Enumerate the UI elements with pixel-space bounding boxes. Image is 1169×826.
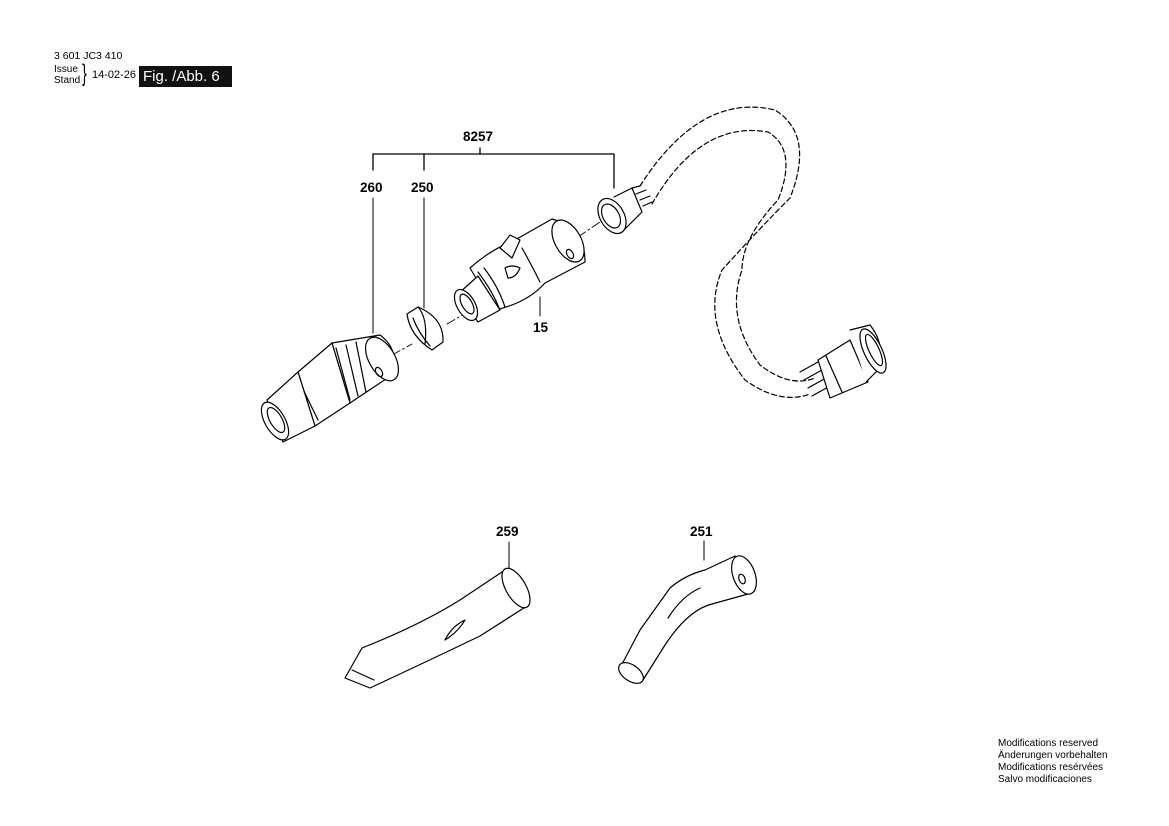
callout-259: 259 — [496, 524, 519, 539]
callout-260: 260 — [360, 180, 383, 195]
suction-hose — [597, 106, 887, 399]
stand-label: Stand — [54, 75, 81, 86]
callout-15: 15 — [533, 320, 549, 335]
crevice-nozzle-part — [344, 567, 531, 689]
callout-251: 251 — [690, 524, 713, 539]
issue-date: 14-02-26 — [92, 69, 137, 81]
leader-lines — [372, 197, 705, 571]
issue-label: Issue — [54, 64, 78, 75]
note-en: Modifications reserved — [998, 738, 1099, 749]
modification-notes: Modifications reserved Änderungen vorbeh… — [998, 738, 1108, 786]
note-fr: Modifications resérvées — [998, 762, 1104, 773]
callout-250: 250 — [411, 180, 434, 195]
note-es: Salvo modificaciones — [998, 774, 1092, 785]
header-brace: } — [82, 60, 87, 87]
handle-adapter-part — [453, 218, 586, 323]
bent-tube-part — [618, 555, 757, 684]
seal-part — [406, 306, 444, 351]
document-number: 3 601 JC3 410 — [54, 50, 123, 62]
adapter-nozzle-part — [260, 334, 400, 443]
set-bracket — [372, 147, 615, 189]
callout-8257: 8257 — [463, 129, 493, 144]
note-de: Änderungen vorbehalten — [998, 750, 1108, 761]
figure-label: Fig. /Abb. 6 — [139, 66, 232, 87]
